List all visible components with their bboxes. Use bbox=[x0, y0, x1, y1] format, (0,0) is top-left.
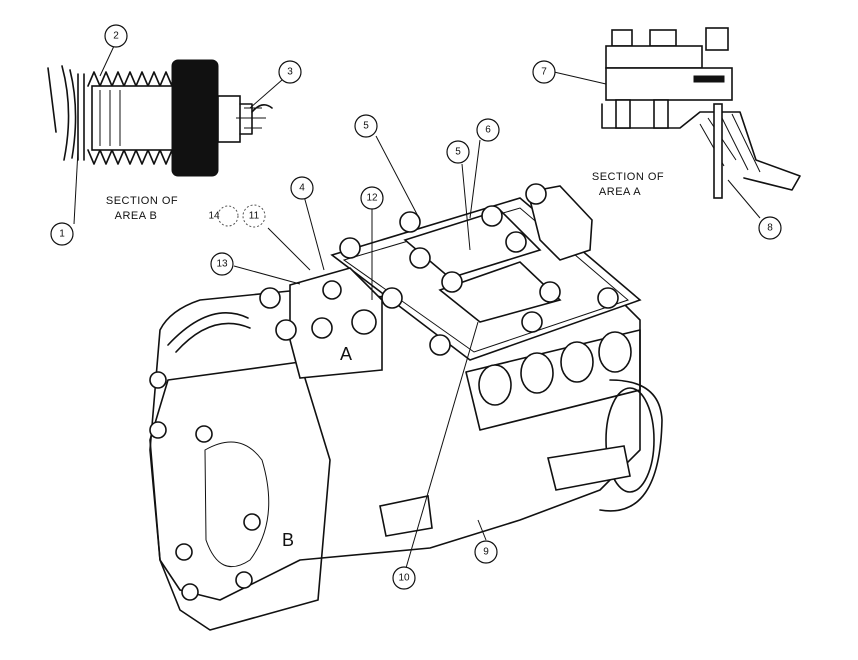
callout-3: 3 bbox=[278, 60, 302, 84]
section-area-a-inset bbox=[601, 27, 801, 199]
callout-12-number: 12 bbox=[366, 193, 378, 204]
callout-9-number: 9 bbox=[483, 547, 489, 558]
callout-5-right-number: 5 bbox=[455, 147, 461, 158]
area-b-label: B bbox=[282, 530, 294, 550]
callout-14-number: 14 bbox=[208, 211, 220, 222]
callout-12: 12 bbox=[360, 186, 384, 210]
callout-8-number: 8 bbox=[767, 223, 773, 234]
callout-6: 6 bbox=[476, 118, 500, 142]
callout-4: 4 bbox=[290, 176, 314, 200]
callout-7-number: 7 bbox=[541, 67, 547, 78]
section-a-caption-line2: AREA A bbox=[599, 186, 641, 198]
callout-3-number: 3 bbox=[287, 67, 293, 78]
section-b-caption-line2: AREA B bbox=[115, 210, 158, 222]
callout-11-number: 11 bbox=[249, 211, 260, 222]
pump-assembly bbox=[149, 183, 663, 631]
leader-lines bbox=[73, 45, 761, 569]
callout-5-right: 5 bbox=[446, 140, 470, 164]
callout-13-number: 13 bbox=[216, 259, 228, 270]
callout-10: 10 bbox=[392, 566, 416, 590]
callout-7: 7 bbox=[532, 60, 556, 84]
area-a-label: A bbox=[340, 344, 352, 364]
callout-14: 14 bbox=[208, 205, 239, 227]
callout-4-number: 4 bbox=[299, 183, 305, 194]
section-b-caption-line1: SECTION OF bbox=[106, 195, 178, 207]
callout-10-number: 10 bbox=[398, 573, 410, 584]
callout-5-left: 5 bbox=[354, 114, 378, 138]
callout-2: 2 bbox=[104, 24, 128, 48]
callout-2-number: 2 bbox=[113, 31, 119, 42]
callout-9: 9 bbox=[474, 540, 498, 564]
callout-13: 13 bbox=[210, 252, 234, 276]
callout-8: 8 bbox=[758, 216, 782, 240]
section-area-b-inset bbox=[47, 59, 273, 177]
callout-1-number: 1 bbox=[59, 229, 65, 240]
bolt-group bbox=[149, 183, 619, 601]
callout-1: 1 bbox=[50, 222, 74, 246]
section-a-caption-line1: SECTION OF bbox=[592, 171, 664, 183]
callout-11: 11 bbox=[242, 204, 266, 228]
callout-6-number: 6 bbox=[485, 125, 491, 136]
callout-5-left-number: 5 bbox=[363, 121, 369, 132]
